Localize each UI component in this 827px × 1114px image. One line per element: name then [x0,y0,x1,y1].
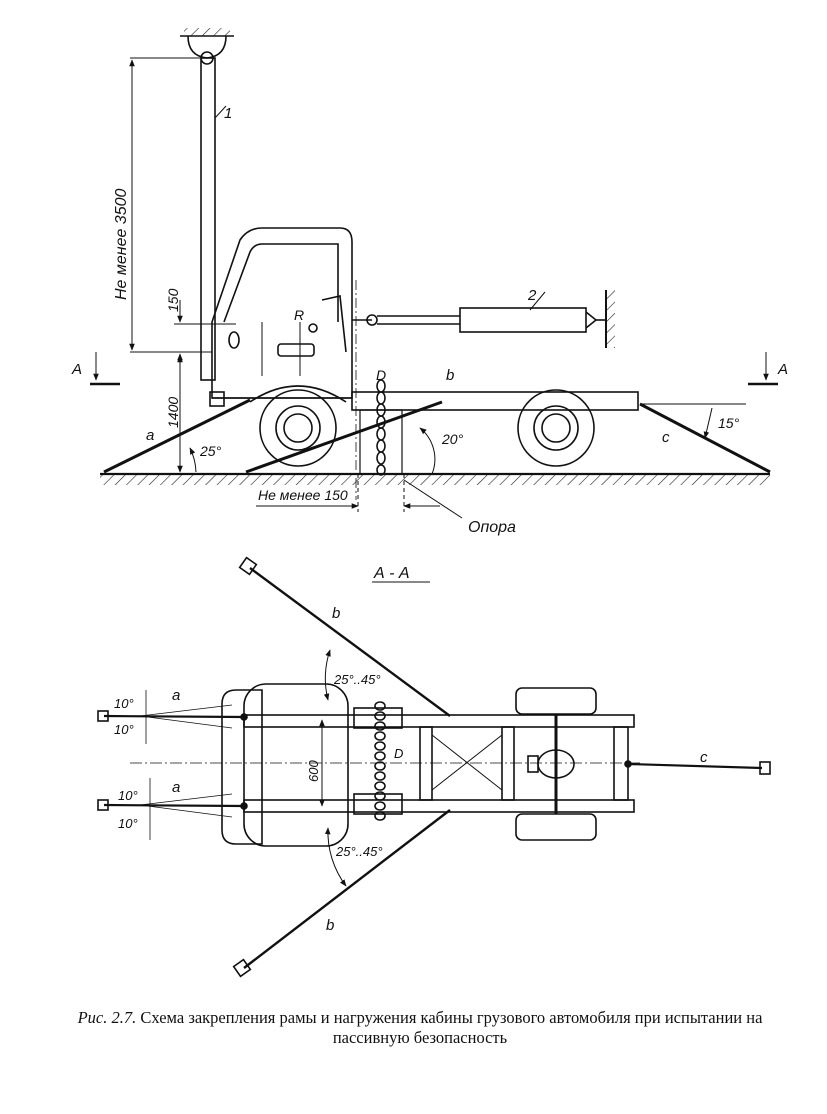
wheel-arch [249,385,347,403]
dim-bottom-label: Не менее 150 [258,487,348,503]
front-bumper [209,391,225,407]
angle-bottom-range: 25°..45° [335,844,383,859]
anchor-c [759,761,771,775]
caption-lead: Рис. 2.7. [77,1008,137,1027]
cab-window [223,243,339,323]
label-D: D [376,367,386,383]
angle-c: 15° [718,415,740,431]
angle-b: 20° [441,431,464,447]
anchor-b-bottom [232,958,252,978]
rear-wheel [517,389,595,467]
pendulum-pivot [187,35,227,59]
ground-hatch [100,475,770,485]
dim-1400-label: 1400 [165,397,181,428]
section-left: A [71,361,82,378]
label-c: c [662,429,670,446]
loading-ram-2 [459,307,587,333]
cab-plan [243,683,349,847]
cab-test-diagram: Не менее 3500 150 1400 Не менее 150 1 2 … [71,28,788,978]
anchor-b-top [238,556,258,576]
ceiling-hatch [184,28,230,36]
truck-frame [351,391,639,411]
support-label: Опора [468,519,516,536]
cab-light [228,331,240,349]
plan-view-labels: А - А b b a a c D 600 25°..45° 25°..45° … [114,565,708,934]
angle-a: 25° [199,443,222,459]
chain-D-plan [374,701,386,821]
figure-caption: Рис. 2.7. Схема закрепления рамы и нагру… [40,1008,800,1048]
strap-a-bottom [103,803,245,808]
label-c-plan: c [700,749,708,766]
dim-150-label: 150 [165,288,181,312]
label-b-bottom: b [326,917,334,934]
strap-c-plan [627,762,763,770]
angle-10-3: 10° [118,788,138,803]
seat [277,343,315,357]
label-a: a [146,427,154,444]
caption-text: Схема закрепления рамы и нагружения каби… [140,1008,763,1047]
label-a-bottom: a [172,779,180,796]
strap-b [245,400,443,474]
label-1: 1 [224,105,232,122]
point-R [308,323,318,333]
label-R: R [294,307,304,323]
plan-view [97,556,771,978]
label-b-top: b [332,605,340,622]
label-a-top: a [172,687,180,704]
label-D-plan: D [394,746,403,761]
strap-a-top [103,714,245,719]
support-block-top [353,707,403,729]
frame-rail-top [243,714,635,728]
pendulum-1 [200,57,216,381]
anchor-a-top [97,710,109,722]
angle-10-4: 10° [118,816,138,831]
angle-10-1: 10° [114,696,134,711]
dim-height-label: Не менее 3500 [113,188,130,300]
rear-wheel-bottom [515,813,597,841]
frame-rail-bottom [243,799,635,813]
angle-top-range: 25°..45° [333,672,381,687]
anchor-a-bottom [97,799,109,811]
support-block-bottom [353,793,403,815]
truck-cab [211,227,353,399]
side-view [90,28,778,519]
side-view-labels: Не менее 3500 150 1400 Не менее 150 1 2 … [71,105,788,536]
strap-b-top [249,567,451,717]
angle-10-2: 10° [114,722,134,737]
bumper-outline [221,689,263,845]
strap-b-bottom [243,809,451,969]
wall-hatch [607,290,615,348]
rear-wheel-top [515,687,597,715]
seat-back [321,295,347,353]
label-2: 2 [527,287,537,304]
chain-D [376,379,386,476]
section-right: A [777,361,788,378]
dim-600-label: 600 [306,760,321,782]
front-wheel [259,389,337,467]
plan-title: А - А [373,565,410,582]
label-b: b [446,367,454,384]
strap-a [103,398,251,474]
